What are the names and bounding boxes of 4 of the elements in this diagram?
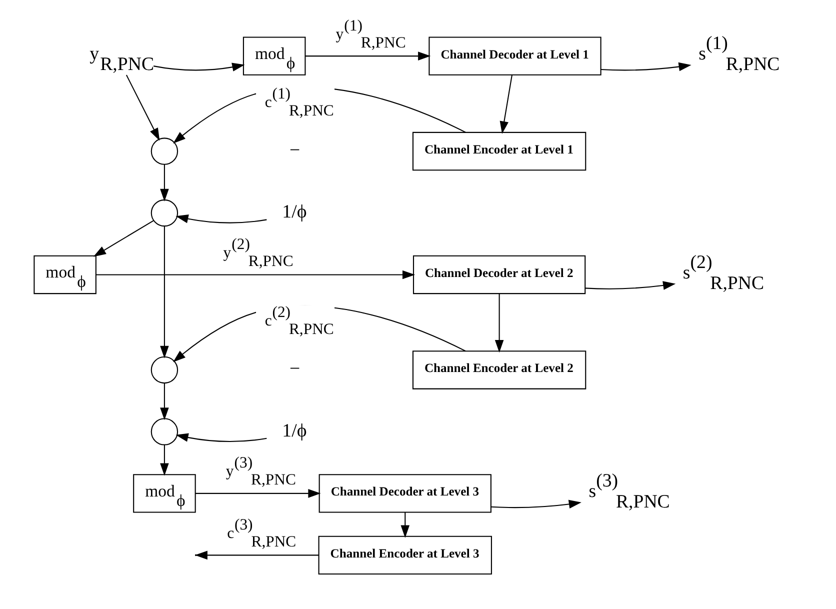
node-text: 1/ϕ <box>282 420 307 442</box>
node-text: 1/ϕ <box>282 202 307 223</box>
label: − <box>290 140 300 161</box>
label: − <box>290 358 300 380</box>
